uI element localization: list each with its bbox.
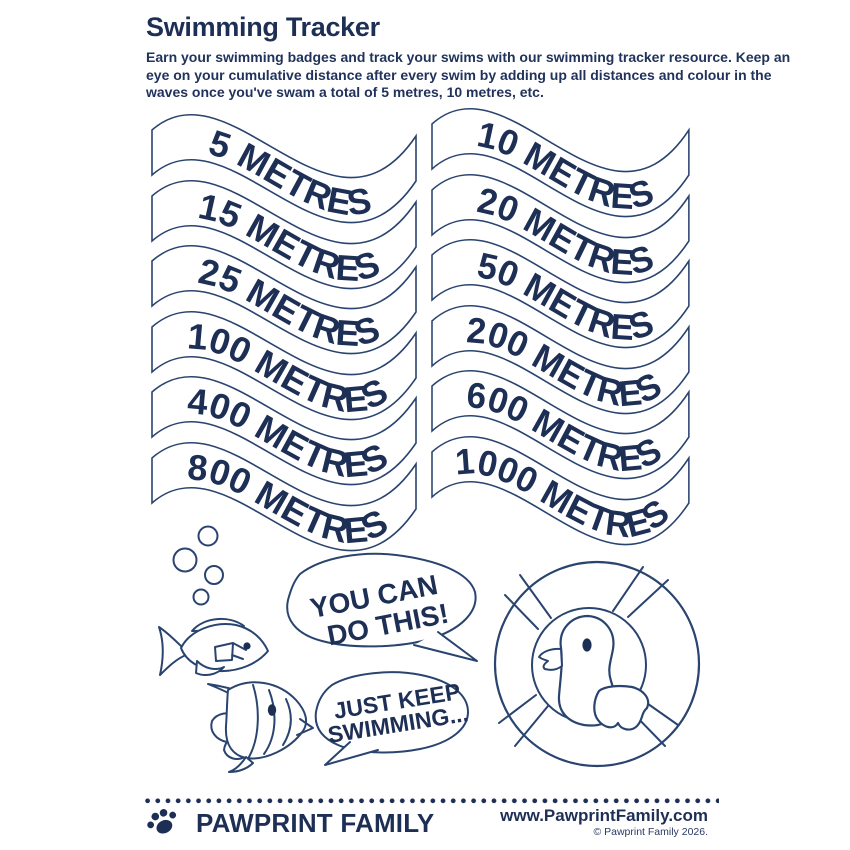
speech-bubble: YOU CAN DO THIS! [286, 552, 478, 662]
intro-line: waves once you've swam a total of 5 metr… [146, 84, 544, 100]
intro-line: Earn your swimming badges and track your… [146, 49, 791, 65]
bubbles-illustration [172, 525, 224, 606]
duck-lifebuoy-illustration [493, 560, 701, 768]
intro-paragraph: Earn your swimming badges and track your… [146, 49, 791, 102]
copyright-text: © Pawprint Family 2026. [593, 826, 708, 838]
speech-bubble: JUST KEEP SWIMMING... [314, 671, 470, 766]
dotted-divider [145, 798, 719, 804]
website-text: www.PawprintFamily.com [500, 806, 708, 825]
angelfish-illustration [207, 681, 314, 773]
page-title: Swimming Tracker [146, 12, 380, 42]
intro-line: eye on your cumulative distance after ev… [146, 66, 772, 83]
paw-icon [147, 809, 177, 834]
fish-illustration [158, 618, 269, 676]
brand-wordmark: PAWPRINT FAMILY [196, 808, 435, 838]
